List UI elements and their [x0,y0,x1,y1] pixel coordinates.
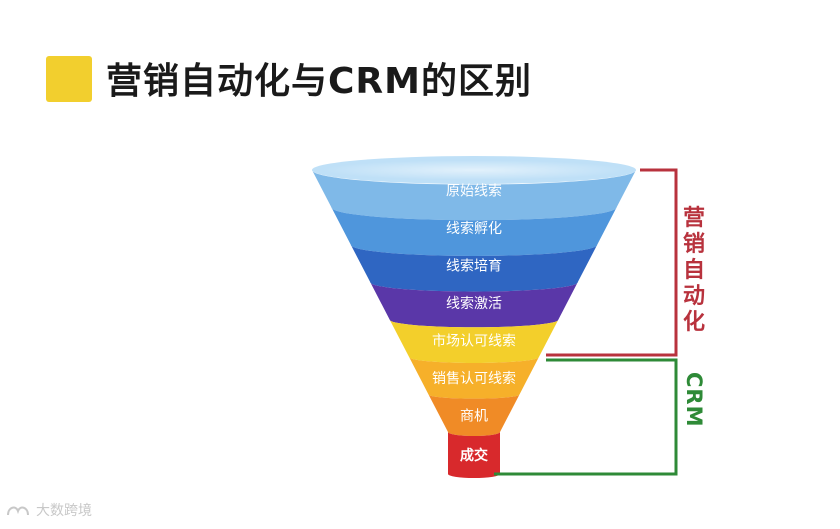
funnel-level-label: 线索孵化 [446,220,502,237]
funnel-level-label: 原始线索 [446,183,502,200]
funnel-level-label: 线索激活 [446,295,502,312]
funnel-level-label: 销售认可线索 [432,370,516,387]
watermark-text: 大数跨境 [36,503,92,519]
funnel-level-label: 线索培育 [446,258,502,275]
funnel-level-8 [448,432,500,478]
page-title: 营销自动化与CRM的区别 [106,61,532,102]
funnel-level-3 [350,244,598,292]
funnel-level-7 [428,394,520,436]
crm-label-text: CRM [682,372,706,428]
funnel-level-4 [370,282,578,328]
crm-label: CRM [679,372,709,427]
title-marker [46,56,92,102]
funnel-rim-shine [322,160,626,180]
marketing-automation-label: 营销自动化 [682,206,705,335]
funnel-level-1 [312,170,636,221]
funnel-level-label: 商机 [460,408,488,424]
marketing-automation-bracket [546,168,678,357]
funnel-level-2 [331,207,617,256]
crm-bracket [494,358,678,476]
funnel-level-label: 成交 [460,447,488,464]
funnel-level-label: 市场认可线索 [432,332,516,349]
watermark-logo-icon [7,506,29,516]
funnel-level-6 [409,357,539,399]
watermark: 大数跨境 [6,500,92,520]
funnel-level-5 [389,319,559,363]
